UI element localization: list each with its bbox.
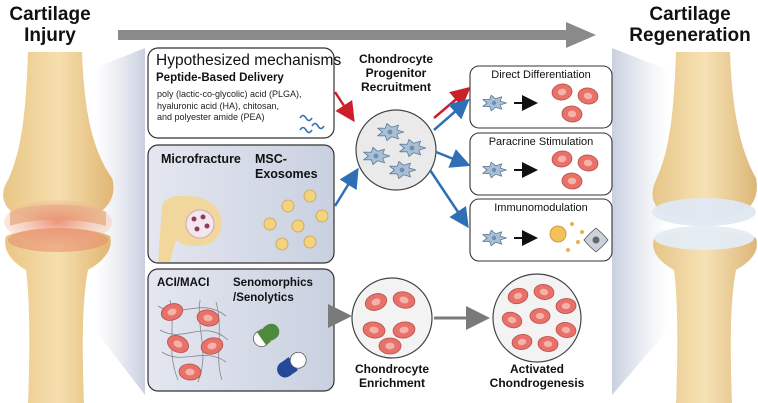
progenitor-circle [355, 109, 437, 191]
chondrocyte-cell [529, 308, 551, 324]
capsule-green-icon [253, 323, 280, 347]
chondrocyte-cell [533, 284, 555, 300]
capsule-blue-icon [277, 351, 307, 378]
immune-nucleus [592, 236, 600, 244]
chondrocyte-cell [561, 105, 583, 123]
arrow-exosome-to-recruitment [333, 167, 359, 207]
outcome-box-immuno [469, 198, 613, 262]
chondrocyte-cell [537, 336, 559, 352]
mechanisms-box [147, 47, 335, 139]
chondrocyte-cell [551, 150, 573, 168]
injured-knee-illustration [3, 52, 114, 403]
chondrocyte-cell [362, 321, 386, 339]
chondrocyte-cell [511, 334, 533, 350]
exosome-vesicle [275, 237, 289, 251]
right-funnel [612, 48, 668, 395]
exosome-vesicle [263, 217, 277, 231]
arrow-recruitment-to-immuno [428, 169, 469, 229]
cytokine-dot [576, 240, 580, 244]
chondrocyte-cell [577, 154, 599, 172]
chondrocyte-cell [167, 334, 189, 354]
arrow-recruitment-to-direct-blue [433, 98, 470, 131]
chondrocyte-cell [551, 83, 573, 101]
chondrocyte-cell [555, 298, 577, 314]
aci-cells [160, 303, 224, 381]
chondrocyte-cell [178, 363, 202, 381]
chondrocyte-cell [200, 337, 224, 355]
outcome-graphics [482, 83, 609, 253]
arrow-recruitment-to-paracrine [435, 149, 471, 168]
chondrogenesis-cells [501, 284, 577, 352]
chondrocyte-cell [501, 311, 523, 329]
secreting-cell [549, 225, 567, 243]
progenitor-cell [389, 161, 417, 179]
exosome-vesicle [291, 219, 305, 233]
exosome-vesicle [303, 235, 317, 249]
enrichment-label: Chondrocyte Enrichment [354, 362, 429, 390]
cytokine-dot [566, 248, 570, 252]
progenitor-cell [482, 229, 507, 247]
chondrocyte-cell [555, 322, 577, 338]
outcome-paracrine-label: Paracrine Stimulation [488, 136, 594, 148]
header-regeneration: Cartilage Regeneration [629, 4, 751, 46]
healthy-knee-illustration [652, 52, 757, 403]
outcome-direct-label: Direct Differentiation [491, 69, 591, 81]
progenitor-cells [363, 123, 427, 179]
arrow-peptide-to-recruitment [333, 91, 355, 123]
exosomes-label: MSC- Exosomes [255, 152, 318, 181]
progenitor-cell [482, 94, 507, 112]
progenitor-cell [377, 123, 405, 141]
chondrocyte-cell [196, 309, 220, 327]
chondrocyte-cell [392, 321, 416, 339]
peptide-label: Peptide-Based Delivery [156, 72, 284, 84]
exosome-vesicle [303, 189, 317, 203]
exosome-cluster [263, 189, 329, 251]
header-injury: Cartilage Injury [9, 4, 91, 46]
peptide-squiggles-icon [299, 114, 325, 134]
chondrocyte-cell [507, 287, 529, 305]
cytokine-dot [580, 230, 584, 234]
chondrocyte-cell [378, 337, 402, 355]
left-funnel [95, 48, 145, 395]
recruitment-label: Chondrocyte Progenitor Recruitment [358, 52, 433, 94]
progenitor-cell [482, 161, 507, 179]
chondrocyte-cell [364, 293, 388, 311]
chondrocyte-cell [160, 303, 184, 321]
progenitor-cell [363, 147, 391, 165]
chondrocyte-cell [577, 87, 599, 105]
timeline-arrow [118, 22, 596, 48]
cytokine-dot [570, 222, 574, 226]
chondrogenesis-label: Activated Chondrogenesis [489, 362, 585, 390]
chondrocyte-cell [561, 172, 583, 190]
polymers-text: poly (lactic-co-glycolic) acid (PLGA), h… [157, 89, 302, 122]
exosome-vesicle [315, 209, 329, 223]
exosome-vesicle [281, 199, 295, 213]
progenitor-cell [399, 139, 427, 157]
senomorphics-label: Senomorphics /Senolytics [233, 277, 313, 304]
enrichment-cells [362, 291, 416, 355]
outcome-immuno-label: Immunomodulation [494, 202, 588, 214]
microfracture-label: Microfracture [161, 152, 241, 166]
aci-label: ACI/MACI [157, 277, 210, 289]
mechanisms-title: Hypothesized mechanisms [156, 52, 342, 69]
microfracture-icon [158, 196, 222, 262]
chondrocyte-cell [392, 291, 416, 309]
